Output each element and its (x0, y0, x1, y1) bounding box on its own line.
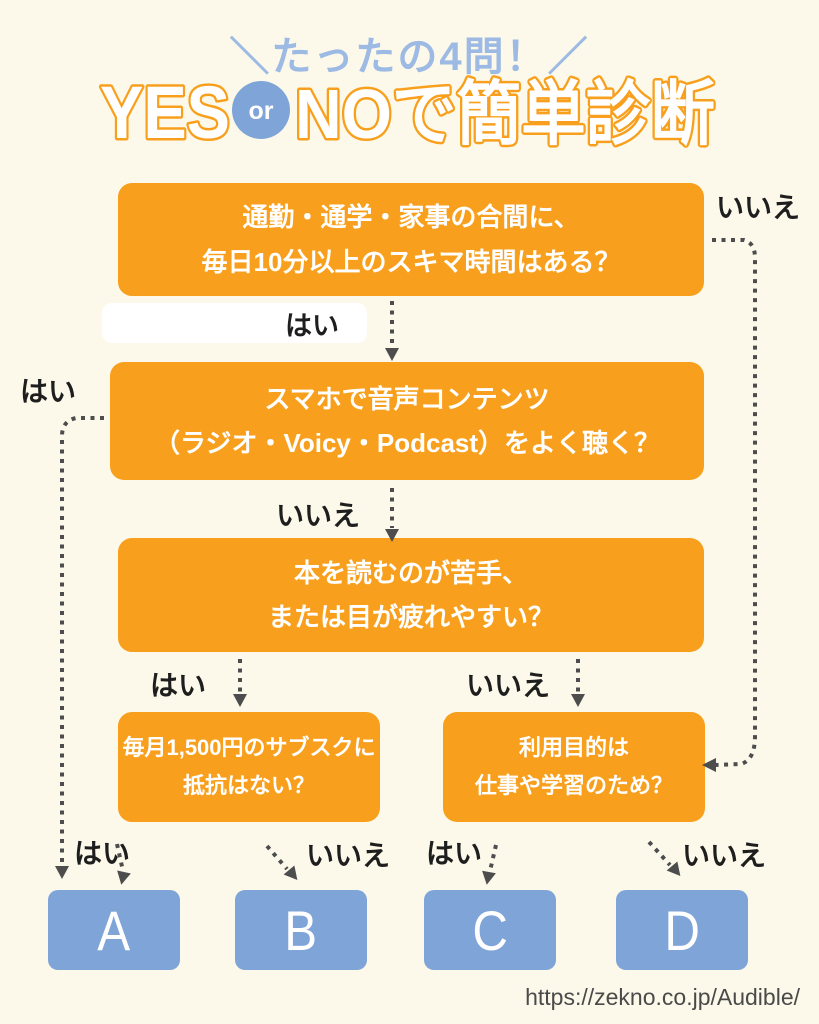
q1-yes-label-strip: はい (102, 303, 367, 343)
connector-q4l-no (265, 844, 289, 871)
arrowhead-q4r-yes (482, 870, 496, 885)
question-box-2: スマホで音声コンテンツ （ラジオ・Voicy・Podcast）をよく聴く？ (110, 362, 704, 480)
question-box-3: 本を読むのが苦手、 または目が疲れやすい？ (118, 538, 704, 652)
question-line: 本を読むのが苦手、 (293, 557, 528, 588)
edge-label-q1-yes: はい (285, 310, 339, 341)
question-line: （ラジオ・Voicy・Podcast）をよく聴く？ (153, 428, 661, 458)
edge-label-q2-no: いいえ (276, 500, 361, 531)
arrowhead-q2-yes (55, 866, 69, 879)
or-badge (232, 81, 290, 139)
question-line: 利用目的は (518, 734, 629, 760)
connector-q4r-no (647, 840, 672, 867)
result-box-a: A (48, 890, 180, 970)
question-box-4-right: 利用目的は 仕事や学習のため？ (443, 712, 705, 822)
arrowhead-q3-no (571, 694, 585, 707)
edge-label-q2-yes: はい (20, 376, 77, 407)
arrowhead-q1-yes (385, 348, 399, 361)
question-line: 毎日10分以上のスキマ時間はある？ (201, 246, 621, 277)
question-line: 抵抗はない？ (182, 773, 315, 798)
result-letter: D (664, 898, 700, 962)
title-yes-text: YES (100, 71, 230, 154)
arrowhead-q4l-no (283, 865, 298, 880)
question-line: 通勤・通学・家事の合間に、 (242, 202, 580, 233)
result-letter: B (284, 898, 318, 962)
result-box-d: D (616, 890, 748, 970)
question-line: 仕事や学習のため？ (474, 773, 673, 798)
result-letter: A (97, 898, 131, 962)
edge-label-q4r-yes: はい (426, 838, 483, 869)
question-line: スマホで音声コンテンツ (264, 383, 550, 414)
edge-label-q4l-no: いいえ (306, 840, 391, 871)
question-line: または目が疲れやすい？ (267, 602, 554, 632)
edge-label-q1-no: いいえ (716, 192, 801, 223)
or-badge-label: or (249, 97, 274, 125)
title-no-text: NOで簡単診断 (295, 75, 715, 153)
result-box-b: B (235, 890, 367, 970)
tagline: ＼たったの4問！／ (229, 35, 590, 79)
connector-q1-no-bypass (712, 238, 757, 767)
edge-label-q4l-yes: はい (74, 838, 131, 869)
edge-label-q4r-no: いいえ (682, 840, 767, 871)
title-banner: YES or NOで簡単診断 (98, 70, 718, 157)
question-line: 毎月1,500円のサブスクに (122, 734, 376, 760)
question-box-4-left: 毎月1,500円のサブスクに 抵抗はない？ (118, 712, 380, 822)
edge-label-q3-no: いいえ (466, 670, 551, 701)
arrowhead-q3-yes (233, 694, 247, 707)
result-box-c: C (424, 890, 556, 970)
arrowhead-q4l-yes (117, 870, 131, 885)
question-box-1: 通勤・通学・家事の合間に、 毎日10分以上のスキマ時間はある？ (118, 183, 704, 296)
footer-url: https://zekno.co.jp/Audible/ (525, 984, 800, 1010)
edge-label-q3-yes: はい (150, 670, 207, 701)
connector-q4r-yes (488, 844, 498, 872)
connector-q2-yes-bypass (60, 416, 104, 864)
result-letter: C (472, 898, 508, 962)
